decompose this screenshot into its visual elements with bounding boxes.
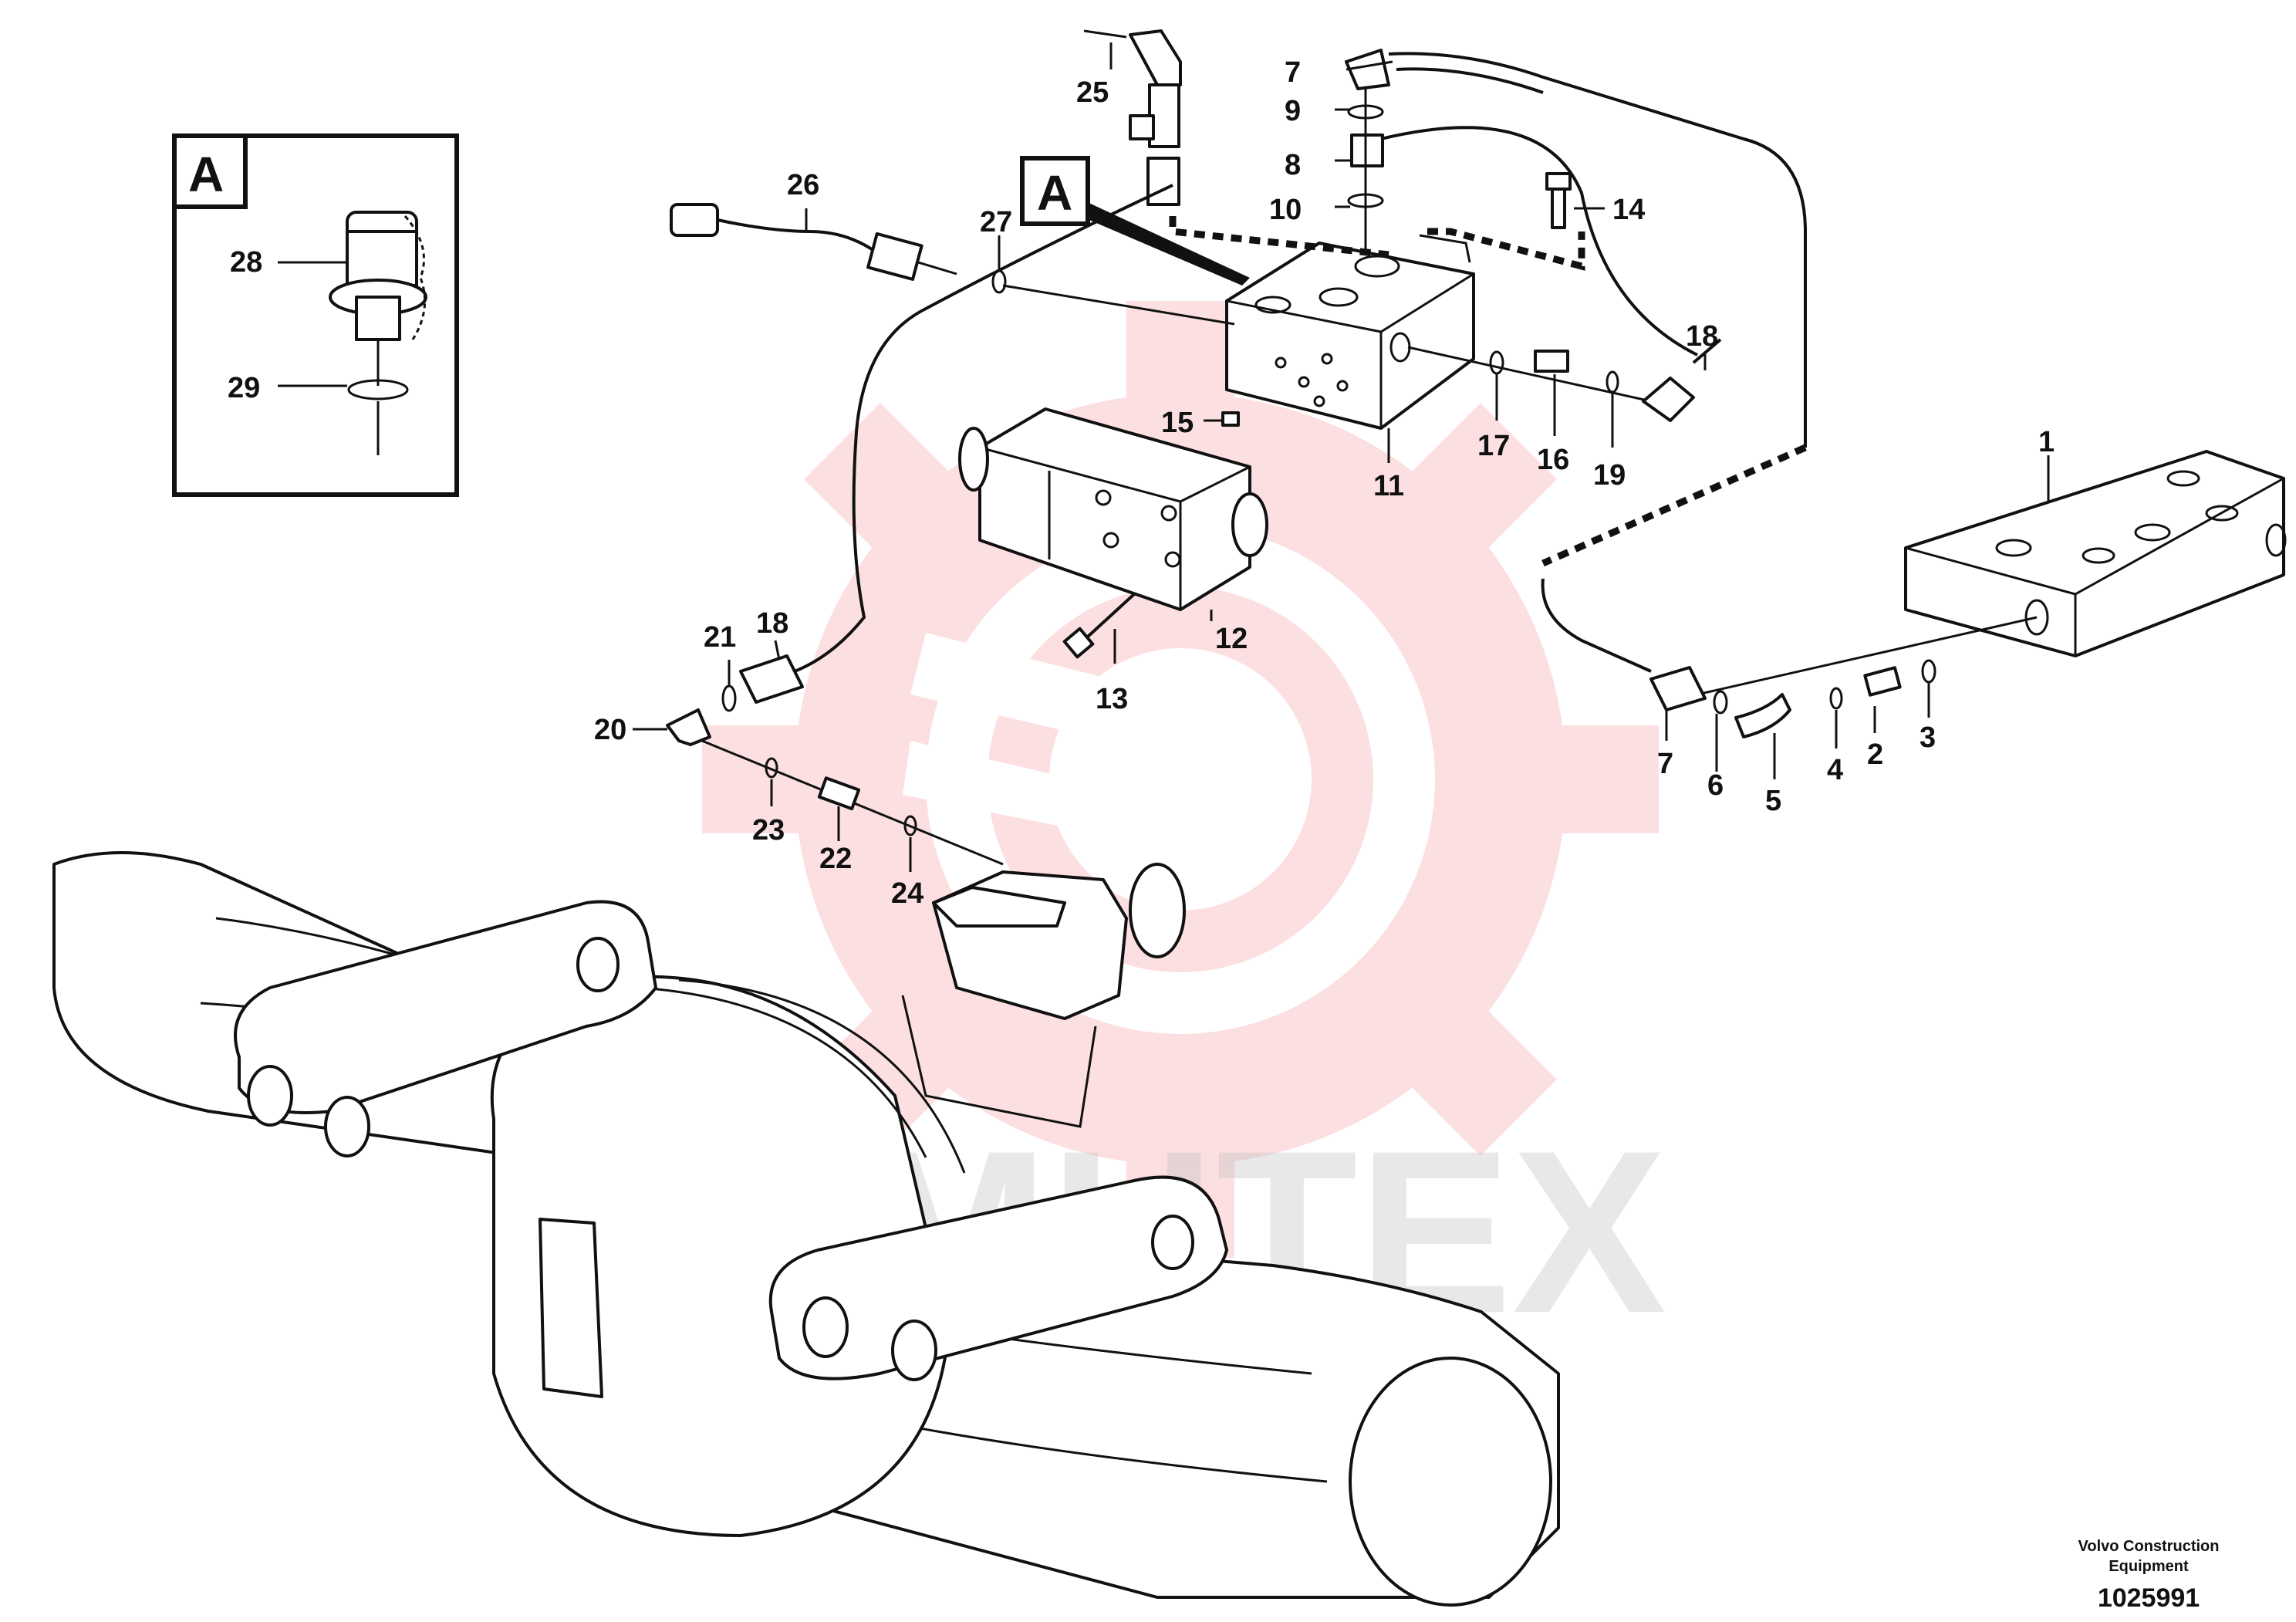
- callout-5: 5: [1765, 785, 1781, 817]
- callout-18-left: 18: [756, 607, 788, 640]
- view-a-marker-label: A: [1037, 165, 1072, 221]
- valve-block-drawing: [1225, 234, 1475, 430]
- callout-25: 25: [1076, 76, 1109, 109]
- left-fittings-drawing: [666, 654, 1004, 866]
- callout-22: 22: [819, 843, 852, 875]
- callout-10: 10: [1269, 194, 1302, 226]
- callout-11: 11: [1373, 470, 1404, 502]
- callout-7-upper: 7: [1285, 56, 1301, 89]
- block-side-fittings-drawing: [1407, 346, 1695, 422]
- view-a-marker: [1020, 156, 1090, 226]
- callout-24: 24: [891, 877, 923, 910]
- quick-coupling-drawing: [329, 211, 427, 386]
- callout-26: 26: [787, 169, 819, 201]
- detail-view-a: A: [172, 133, 459, 497]
- detail-view-label: A: [188, 147, 224, 202]
- bolt-drawing: [1545, 172, 1572, 229]
- differential-housing-drawing: [490, 975, 966, 1537]
- tee-fitting-drawing: [1083, 29, 1182, 206]
- footer-drawing-number: 1025991: [2098, 1583, 2200, 1613]
- callout-1: 1: [2038, 426, 2055, 458]
- leader-lines: [633, 42, 2050, 872]
- plug-drawing: [1221, 411, 1240, 427]
- callout-15: 15: [1161, 407, 1194, 439]
- callout-18-right: 18: [1686, 320, 1718, 353]
- pinion-flange-drawing: [901, 863, 1186, 1128]
- callout-8: 8: [1285, 149, 1301, 181]
- footer-company-line2: Equipment: [2109, 1558, 2189, 1575]
- callout-20: 20: [594, 714, 626, 746]
- screw-drawing: [1062, 593, 1136, 659]
- callout-17: 17: [1477, 430, 1510, 462]
- right-fittings-drawing: [1649, 616, 2038, 738]
- callout-6: 6: [1707, 769, 1724, 802]
- top-fittings-drawing: [1345, 49, 1390, 255]
- callout-12: 12: [1215, 623, 1248, 655]
- callout-4: 4: [1827, 754, 1843, 786]
- hoses-drawing: [794, 52, 1807, 673]
- callout-23: 23: [752, 814, 785, 846]
- callout-29: 29: [228, 372, 260, 404]
- callout-7-lower: 7: [1657, 748, 1673, 780]
- callout-2: 2: [1867, 738, 1883, 771]
- callout-28: 28: [230, 246, 262, 279]
- callout-9: 9: [1285, 95, 1301, 127]
- callout-14: 14: [1612, 194, 1645, 226]
- callout-21: 21: [704, 621, 736, 654]
- callout-16: 16: [1537, 444, 1569, 476]
- sensor-cable-drawing: [670, 203, 1235, 326]
- view-a-pointer: [1080, 201, 1250, 286]
- callout-19: 19: [1593, 459, 1626, 492]
- o-ring-drawing: [347, 379, 409, 400]
- callout-3: 3: [1920, 721, 1936, 754]
- mounting-bracket-left-drawing: [234, 900, 657, 1157]
- dashed-line-upper: [1169, 216, 1585, 271]
- callout-13: 13: [1096, 683, 1128, 715]
- callout-27: 27: [980, 206, 1012, 238]
- manifold-block-drawing: [1904, 450, 2287, 657]
- footer-company-line1: Volvo Construction: [2078, 1538, 2220, 1555]
- dashed-line-right: [1541, 444, 1807, 567]
- mounting-bracket-right-drawing: [768, 1175, 1228, 1381]
- solenoid-valve-drawing: [958, 407, 1268, 611]
